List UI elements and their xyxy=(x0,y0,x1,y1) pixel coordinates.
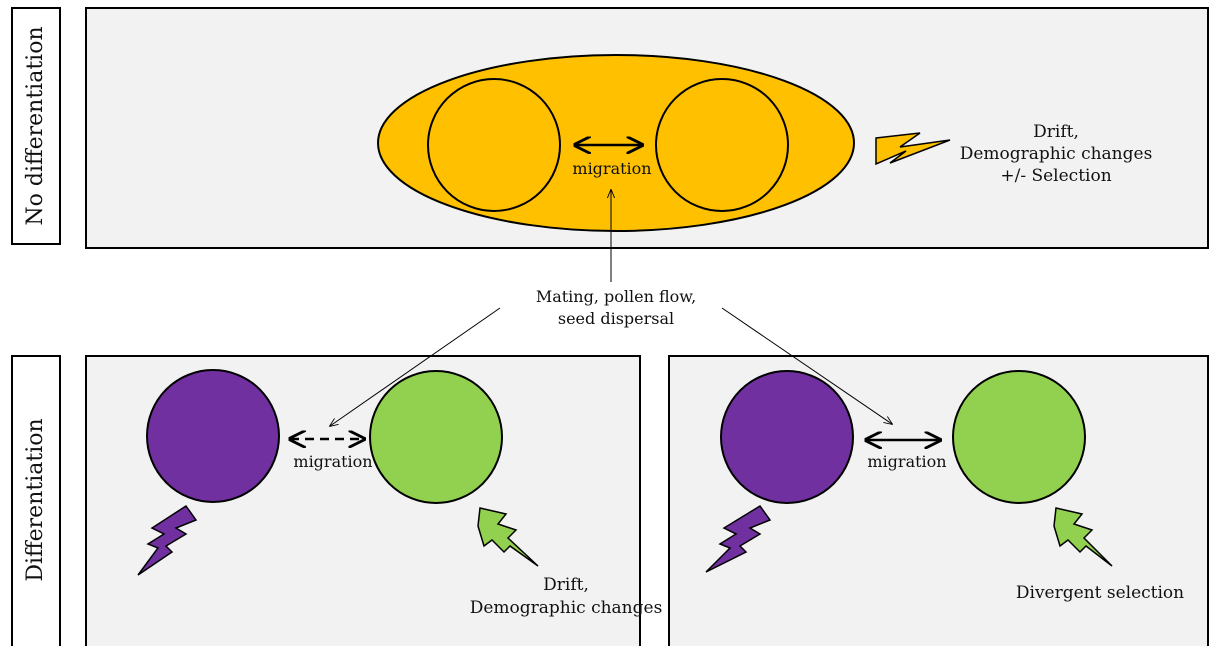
bottom-right-green-population xyxy=(952,370,1086,504)
top-force-3: +/- Selection xyxy=(1000,166,1111,186)
side-label-box-top xyxy=(11,7,61,245)
center-note-line-2: seed dispersal xyxy=(558,309,674,328)
bottom-left-force-1: Drift, xyxy=(543,575,589,595)
top-lightning-icon xyxy=(875,132,951,166)
bottom-right-purple-lightning-icon xyxy=(705,504,772,573)
bottom-left-green-lightning-icon xyxy=(477,507,539,567)
center-arrow-to-bottom-left xyxy=(330,307,501,426)
top-force-1: Drift, xyxy=(1033,122,1079,142)
bottom-left-purple-lightning-icon xyxy=(137,504,198,576)
bottom-left-panel xyxy=(85,355,641,646)
top-population-right xyxy=(655,78,789,212)
bottom-left-migration-label: migration xyxy=(293,452,372,471)
bottom-left-green-population xyxy=(369,370,503,504)
bottom-left-purple-population xyxy=(146,369,280,503)
side-label-bottom: Differentiation xyxy=(23,418,48,581)
bottom-right-migration-label: migration xyxy=(867,452,946,471)
bottom-right-force-1: Divergent selection xyxy=(1016,583,1184,603)
side-label-box-bottom xyxy=(11,355,61,646)
center-note-line-1: Mating, pollen flow, xyxy=(536,287,696,306)
side-label-top: No differentiation xyxy=(23,26,48,225)
bottom-right-green-lightning-icon xyxy=(1053,507,1113,567)
bottom-left-force-2: Demographic changes xyxy=(470,598,663,618)
center-arrow-to-bottom-right xyxy=(721,307,892,424)
top-population-left xyxy=(427,78,561,212)
top-force-2: Demographic changes xyxy=(960,144,1153,164)
bottom-right-purple-population xyxy=(720,370,854,504)
top-migration-label: migration xyxy=(572,159,651,178)
